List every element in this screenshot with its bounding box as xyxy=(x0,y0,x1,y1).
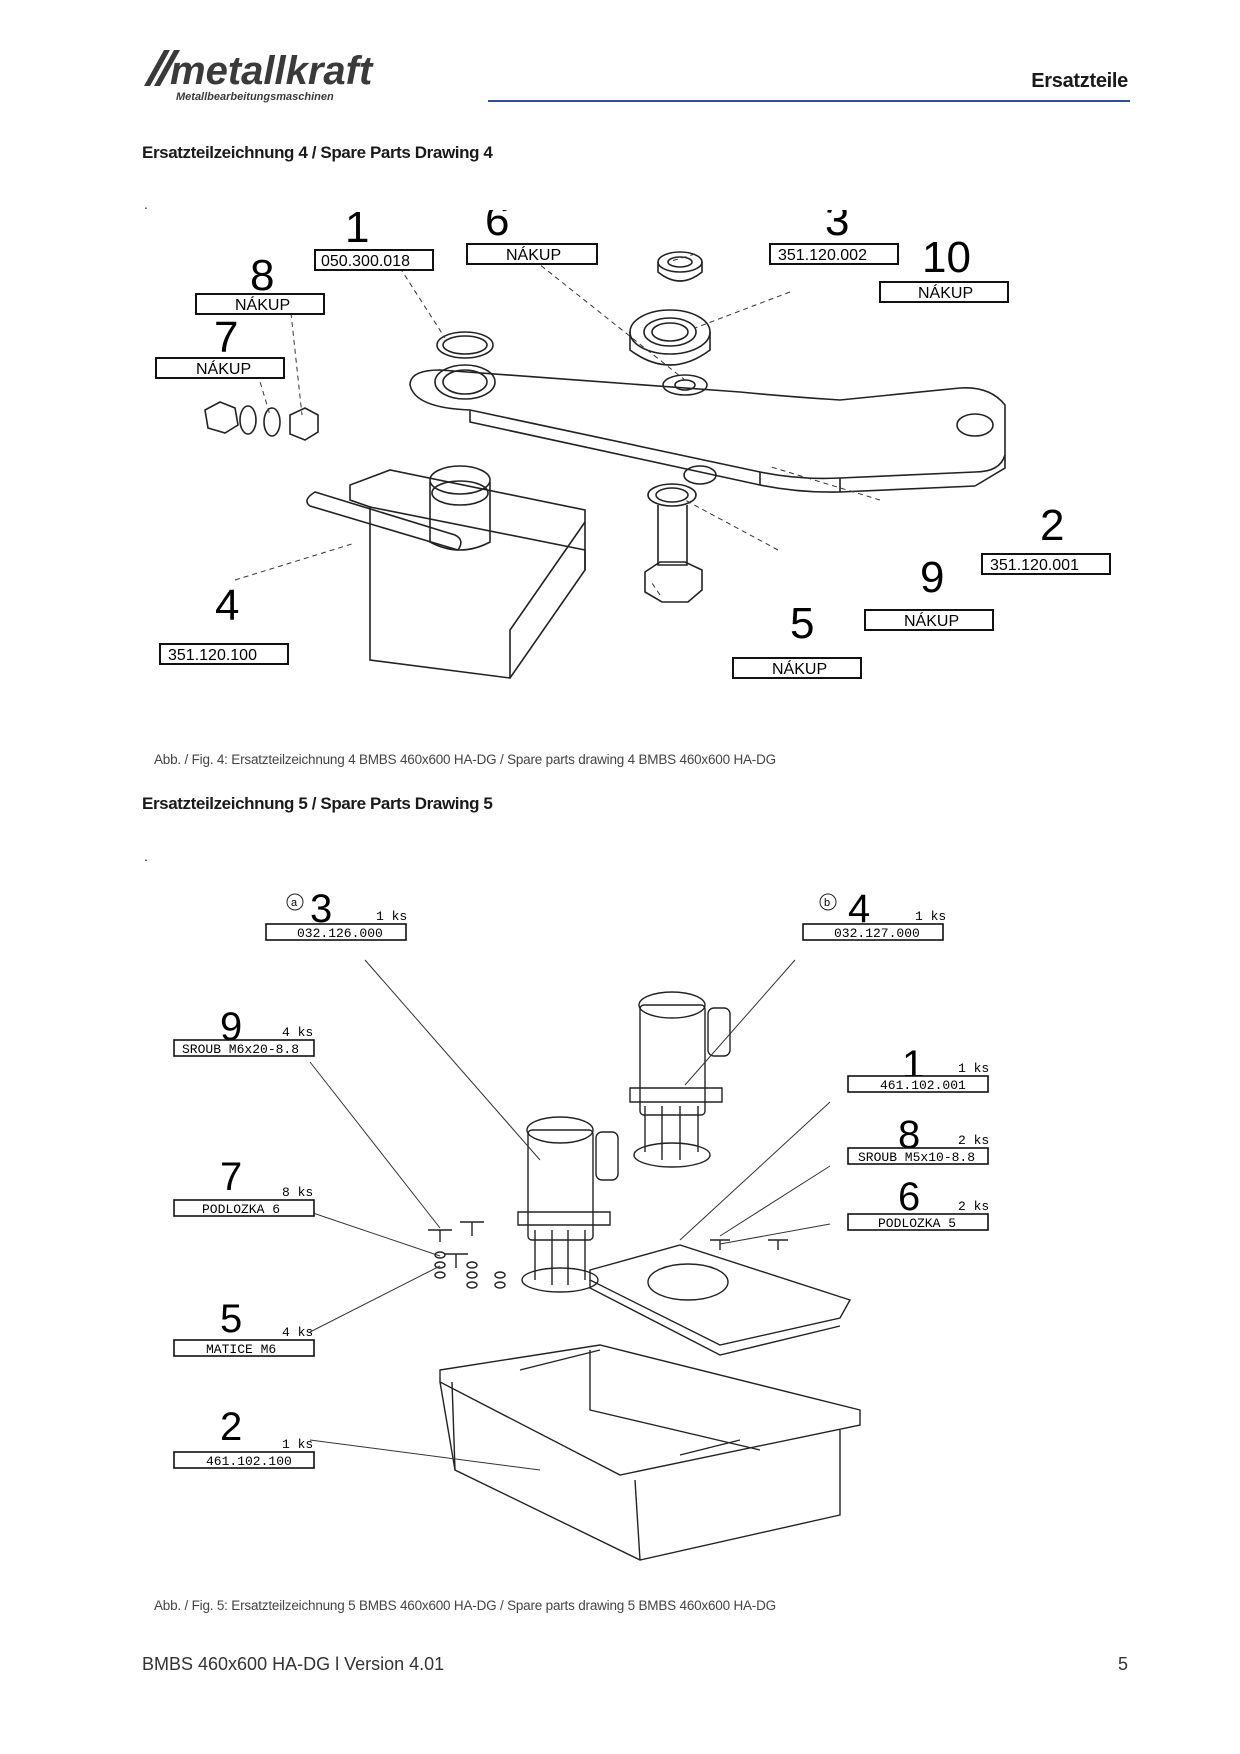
callout-5-4: b 4 1 ks 032.127.000 xyxy=(802,887,946,941)
callout-5-7-label: PODLOZKA 6 xyxy=(202,1202,280,1217)
callout-5-1: 1 1 ks 461.102.001 xyxy=(847,1043,989,1093)
callout-5-8-qty: 2 ks xyxy=(958,1133,989,1148)
callout-5-1-label: 461.102.001 xyxy=(880,1078,966,1093)
section-header: Ersatzteile xyxy=(1031,70,1128,92)
drawing5-leader-lines xyxy=(309,959,831,1471)
callout-1-number: 1 xyxy=(345,210,369,252)
drawing5-dot: . xyxy=(144,848,148,864)
callout-8: 8 NÁKUP xyxy=(195,251,325,315)
callout-5-3-qty: 1 ks xyxy=(376,909,407,924)
callout-3: 3 351.120.002 xyxy=(769,210,899,265)
callout-5-2-label: 461.102.100 xyxy=(206,1454,292,1469)
callout-10-number: 10 xyxy=(922,233,971,282)
drawing4-parts xyxy=(204,251,1006,679)
callout-5-7-qty: 8 ks xyxy=(282,1185,313,1200)
callout-5-6: 6 2 ks PODLOZKA 5 xyxy=(847,1175,989,1231)
callout-5-9-qty: 4 ks xyxy=(282,1025,313,1040)
callout-5-8-label: SROUB M5x10-8.8 xyxy=(858,1150,975,1165)
drawing4-leader-lines xyxy=(234,253,881,596)
callout-2: 2 351.120.001 xyxy=(981,501,1111,575)
callout-3-label: 351.120.002 xyxy=(778,247,867,264)
callout-5-7: 7 8 ks PODLOZKA 6 xyxy=(173,1155,315,1217)
callout-9-label: NÁKUP xyxy=(904,611,959,630)
callout-5-2-number: 2 xyxy=(220,1405,242,1449)
callout-5-8-number: 8 xyxy=(898,1113,920,1157)
callout-2-label: 351.120.001 xyxy=(990,557,1079,574)
callout-10-label: NÁKUP xyxy=(918,283,973,302)
callout-5-1-qty: 1 ks xyxy=(958,1061,989,1076)
callout-8-number: 8 xyxy=(250,251,274,300)
callout-5-label: NÁKUP xyxy=(772,659,827,678)
callout-8-label: NÁKUP xyxy=(235,295,290,314)
drawing4-caption: Abb. / Fig. 4: Ersatzteilzeichnung 4 BMB… xyxy=(154,752,776,767)
callout-7: 7 NÁKUP xyxy=(155,313,285,379)
callout-6-number: 6 xyxy=(485,210,509,245)
callout-4-number: 4 xyxy=(215,581,239,630)
callout-5-3-label: 032.126.000 xyxy=(297,926,383,941)
logo-subtitle: Metallbearbeitungsmaschinen xyxy=(176,91,334,103)
callout-2-number: 2 xyxy=(1040,501,1064,550)
callout-3-number: 3 xyxy=(825,210,849,245)
callout-5-3: a 3 1 ks 032.126.000 xyxy=(265,887,407,941)
spare-parts-drawing-5: a 3 1 ks 032.126.000 b 4 1 ks 032.127.00… xyxy=(173,887,989,1561)
callout-5-2-qty: 1 ks xyxy=(282,1437,313,1452)
callout-10: 10 NÁKUP xyxy=(879,233,1009,303)
callout-5-2: 2 1 ks 461.102.100 xyxy=(173,1405,315,1469)
callout-5-number: 5 xyxy=(790,599,814,648)
drawing5-caption: Abb. / Fig. 5: Ersatzteilzeichnung 5 BMB… xyxy=(154,1598,776,1613)
drawing5-parts xyxy=(428,991,861,1561)
callout-5: 5 NÁKUP xyxy=(732,599,862,679)
callout-5-9-number: 9 xyxy=(220,1005,242,1049)
callout-5-4-qty: 1 ks xyxy=(915,909,946,924)
callout-5-5-qty: 4 ks xyxy=(282,1325,313,1340)
callout-4-label: 351.120.100 xyxy=(168,647,257,664)
callout-5-6-number: 6 xyxy=(898,1175,920,1219)
callout-1: 1 050.300.018 xyxy=(314,210,434,271)
callout-5-4-number: 4 xyxy=(848,887,870,931)
callout-6: 6 NÁKUP xyxy=(466,210,598,265)
footer-page-number: 5 xyxy=(1117,1654,1128,1674)
logo-text: metallkraft xyxy=(170,49,374,93)
metallkraft-logo: metallkraft Metallbearbeitungsmaschinen xyxy=(144,49,374,103)
header-rule xyxy=(488,100,1130,102)
callout-5-5-label: MATICE M6 xyxy=(206,1342,276,1357)
callout-5-4-label: 032.127.000 xyxy=(834,926,920,941)
callout-5-5: 5 4 ks MATICE M6 xyxy=(173,1297,315,1357)
callout-5-3-prefix: a xyxy=(291,897,298,909)
callout-5-8: 8 2 ks SROUB M5x10-8.8 xyxy=(847,1113,989,1165)
callout-5-6-qty: 2 ks xyxy=(958,1199,989,1214)
footer-model-version: BMBS 460x600 HA-DG l Version 4.01 xyxy=(142,1654,445,1674)
callout-5-7-number: 7 xyxy=(220,1155,242,1199)
callout-5-4-prefix: b xyxy=(824,897,830,909)
callout-5-9: 9 4 ks SROUB M6x20-8.8 xyxy=(173,1005,315,1057)
callout-5-6-label: PODLOZKA 5 xyxy=(878,1216,956,1231)
callout-9-number: 9 xyxy=(920,553,944,602)
callout-5-5-number: 5 xyxy=(220,1297,242,1341)
callout-7-label: NÁKUP xyxy=(196,359,251,378)
drawing4-dot: . xyxy=(144,196,148,212)
callout-7-number: 7 xyxy=(214,313,238,362)
drawing5-title: Ersatzteilzeichnung 5 / Spare Parts Draw… xyxy=(142,794,493,813)
callout-5-9-label: SROUB M6x20-8.8 xyxy=(182,1042,299,1057)
drawing4-title: Ersatzteilzeichnung 4 / Spare Parts Draw… xyxy=(142,143,493,162)
callout-5-3-number: 3 xyxy=(310,887,332,931)
callout-4: 4 351.120.100 xyxy=(159,581,289,665)
callout-1-label: 050.300.018 xyxy=(321,253,410,270)
callout-9: 9 NÁKUP xyxy=(864,553,994,631)
spare-parts-drawing-4: 1 050.300.018 6 NÁKUP 3 351.120.002 10 N… xyxy=(155,210,1111,679)
callout-6-label: NÁKUP xyxy=(506,245,561,264)
